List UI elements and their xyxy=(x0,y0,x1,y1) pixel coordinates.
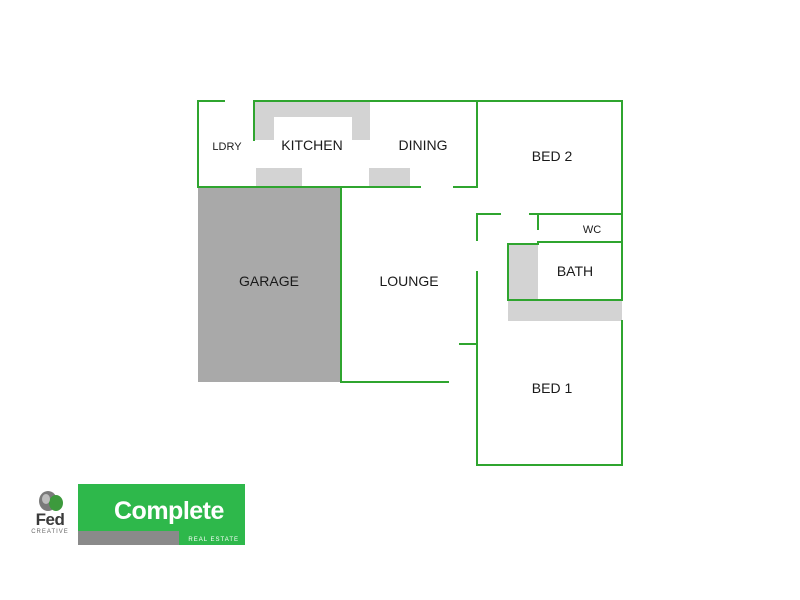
complete-logo-band-accent xyxy=(179,531,245,545)
fed-logo-subtitle: CREATIVE xyxy=(31,529,69,535)
room-label-laundry: LDRY xyxy=(212,141,242,153)
complete-logo-name: Complete xyxy=(114,497,224,525)
fed-logo-name: Fed xyxy=(35,510,65,529)
walls xyxy=(197,100,623,466)
kitchen-bench-bottom-right xyxy=(369,168,410,186)
bath-vanity xyxy=(508,300,622,321)
fed-creative-logo: Fed CREATIVE xyxy=(26,490,74,542)
room-label-wc: WC xyxy=(583,224,601,236)
kitchen-bench-top xyxy=(254,102,370,117)
garage-area xyxy=(198,188,341,382)
complete-real-estate-logo: Complete REAL ESTATE xyxy=(78,484,245,545)
bath-tub xyxy=(508,244,538,300)
leaf-icon xyxy=(39,491,63,511)
room-label-dining: DINING xyxy=(399,137,448,153)
room-label-bed1: BED 1 xyxy=(532,380,573,396)
kitchen-bench-bottom-left xyxy=(256,168,302,186)
room-label-kitchen: KITCHEN xyxy=(281,137,342,153)
kitchen-bench-right xyxy=(352,102,370,140)
room-label-lounge: LOUNGE xyxy=(379,273,438,289)
room-label-bath: BATH xyxy=(557,263,593,279)
complete-logo-subtitle: REAL ESTATE xyxy=(188,537,239,543)
room-label-bed2: BED 2 xyxy=(532,148,573,164)
room-label-garage: GARAGE xyxy=(239,273,299,289)
